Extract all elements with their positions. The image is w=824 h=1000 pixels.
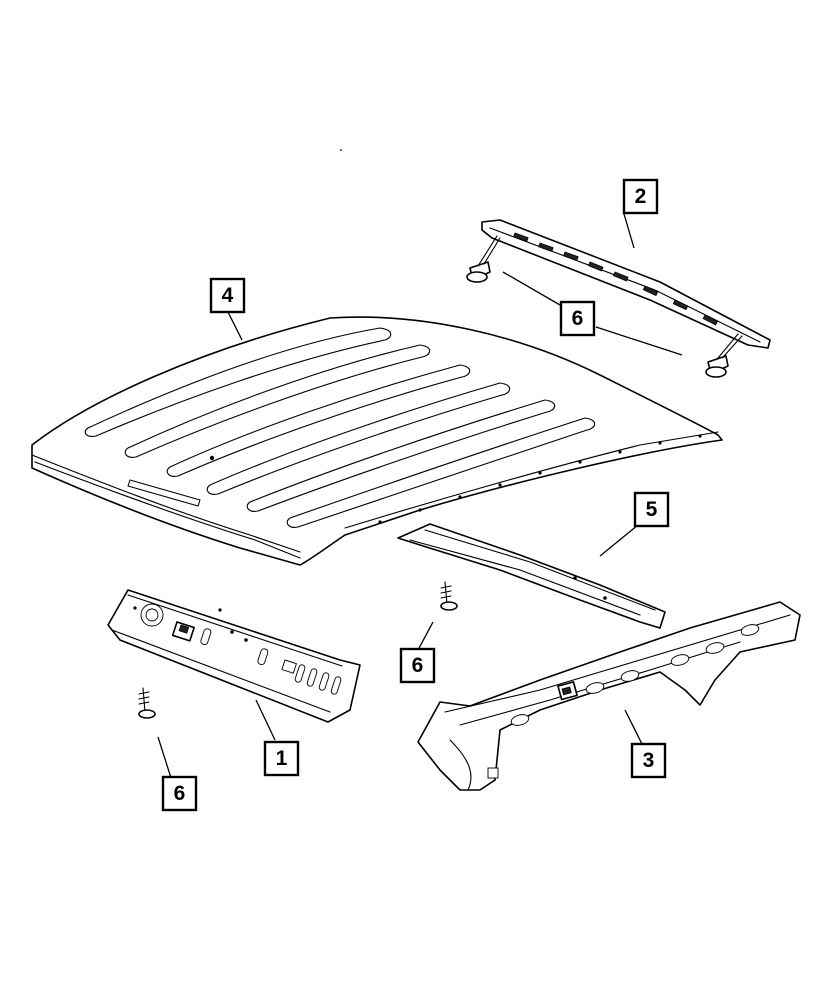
callout-4: 4 (209, 277, 246, 314)
leader-6-center (417, 621, 434, 651)
leader-lines (157, 213, 683, 782)
roof-panel[interactable] (31, 316, 723, 566)
screw-fastener-left[interactable] (138, 687, 156, 719)
center-roof-bow[interactable] (397, 523, 666, 629)
callout-5: 5 (633, 491, 670, 528)
side-roof-rail[interactable] (417, 601, 801, 791)
callout-label-5: 5 (646, 498, 658, 521)
leader-2 (623, 213, 635, 249)
callout-label-6-center: 6 (412, 654, 424, 677)
callout-3: 3 (630, 742, 667, 779)
callout-label-2: 2 (635, 185, 647, 208)
rear-roof-bow[interactable] (481, 219, 771, 349)
leader-6-upper-b (595, 326, 683, 356)
callout-6-upper: 6 (559, 300, 596, 337)
callout-label-4: 4 (222, 284, 234, 307)
push-pin-fastener-upper-right[interactable] (705, 333, 743, 378)
callout-label-6-upper: 6 (572, 307, 584, 330)
callout-label-6-left: 6 (174, 782, 186, 805)
front-header-panel[interactable] (107, 589, 361, 723)
callout-1: 1 (263, 740, 300, 777)
callout-label-1: 1 (276, 747, 288, 770)
callout-6-left: 6 (161, 775, 198, 812)
push-pin-fastener-upper-left[interactable] (466, 235, 501, 283)
leader-6-left (157, 736, 173, 782)
leader-5 (599, 524, 639, 557)
callout-2: 2 (622, 178, 659, 215)
callout-label-3: 3 (643, 749, 655, 772)
screw-fastener-center[interactable] (440, 581, 458, 611)
roof-ribs (84, 327, 596, 528)
roof-flange-holes (378, 434, 702, 524)
bow-slots (513, 232, 719, 326)
rail-cutouts (487, 624, 760, 779)
callout-6-center: 6 (399, 647, 436, 684)
leader-6-upper-a (502, 271, 561, 306)
leader-4 (227, 311, 243, 341)
leader-1 (255, 699, 276, 741)
header-slots (200, 628, 342, 695)
